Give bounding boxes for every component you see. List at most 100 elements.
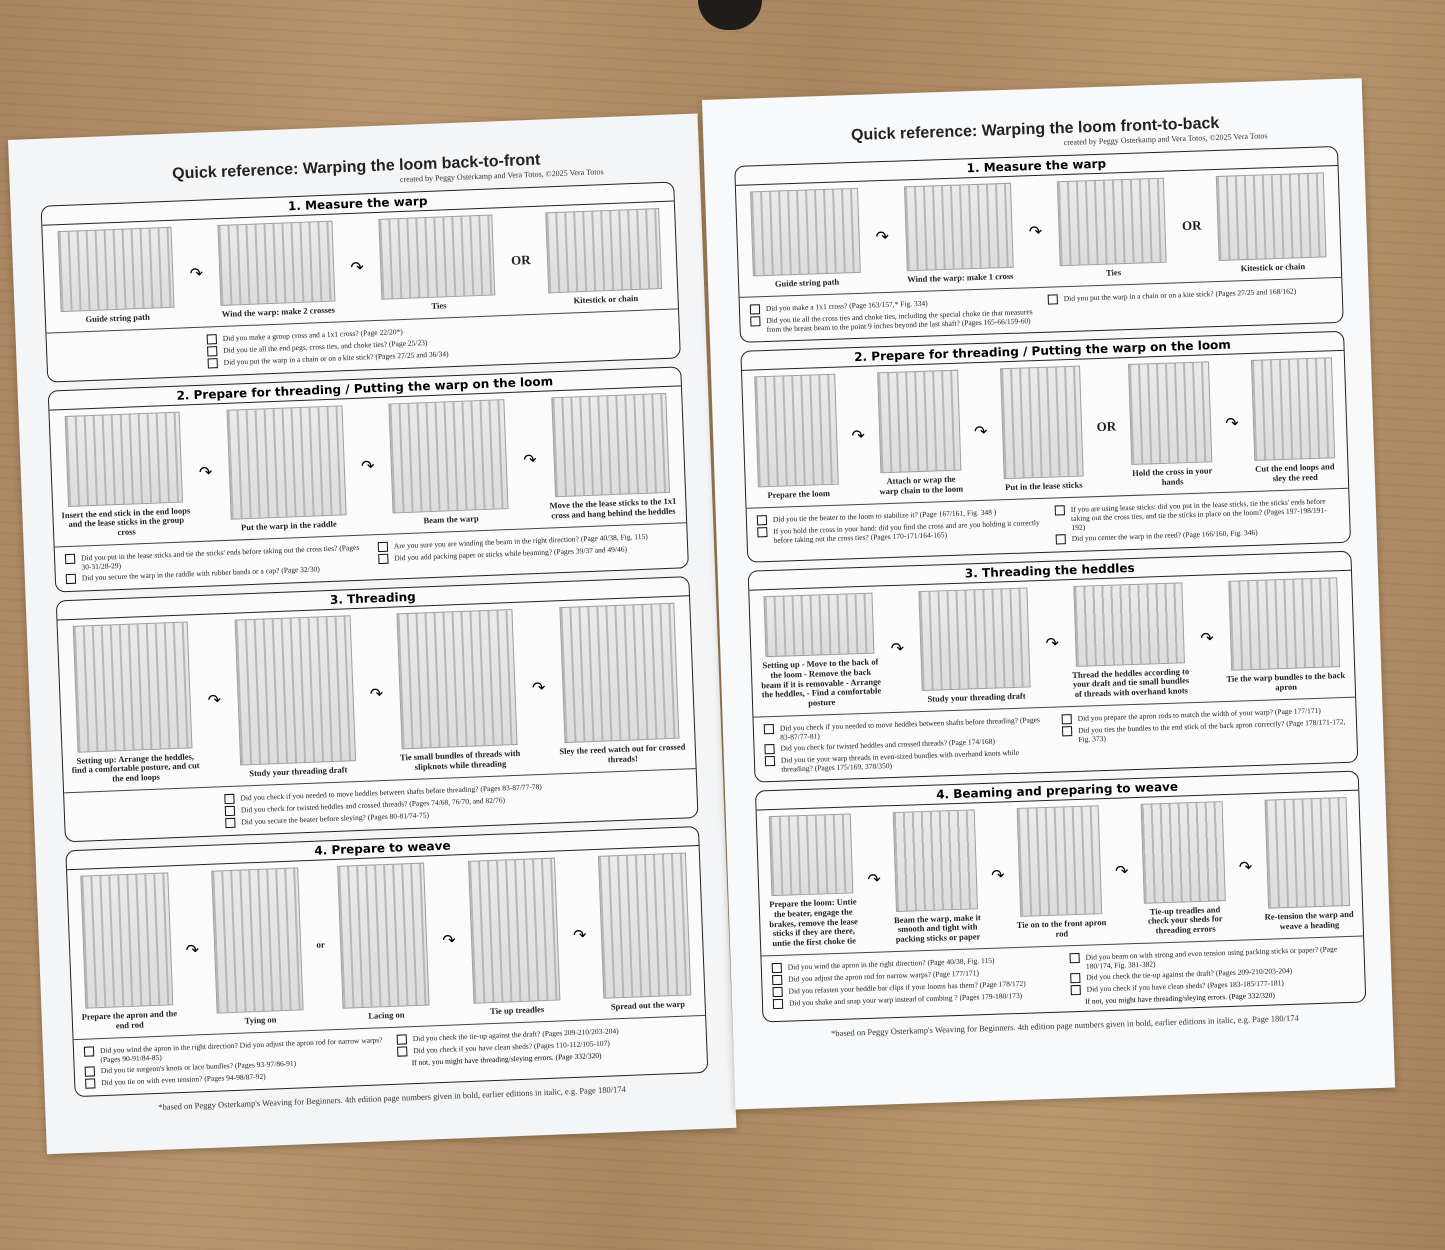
step-caption: Study your threading draft [927,690,1026,705]
step: Put in the lease sticks [995,365,1088,493]
arrow-icon: ↷ [1200,630,1215,648]
arrow-icon: ↷ [1114,862,1129,881]
step: Beam the warp, make it smooth and tight … [889,809,984,945]
arrow-icon: ↷ [990,866,1005,885]
checkbox[interactable] [225,817,236,829]
step-caption: Ties [431,300,447,312]
step-illustration [1216,172,1327,262]
checkbox[interactable] [1054,505,1065,516]
checkbox[interactable] [763,723,775,735]
step: Prepare the loom: Untie the beater, enga… [765,813,860,949]
arrow-icon: ↷ [572,926,587,945]
checkbox[interactable] [1055,534,1066,545]
checkbox[interactable] [84,1066,96,1077]
checkbox[interactable] [750,316,761,327]
step: Beam the warp [382,399,516,528]
step-caption: Setting up - Move to the back of the loo… [761,656,882,709]
step-illustration [1128,361,1213,466]
step-illustration [396,608,518,750]
step-illustration [1250,357,1335,462]
checkbox[interactable] [396,1034,408,1045]
steps-row: Setting up - Move to the back of the loo… [749,570,1356,718]
step-caption: Tie up treadles [490,1004,545,1017]
arrow-icon: ↷ [442,931,457,950]
step-caption: Guide string path [774,276,840,289]
step-illustration [754,373,839,488]
checkbox[interactable] [224,805,236,817]
step-caption: Wind the warp: make 2 crosses [221,304,336,320]
step: Tie up treadles [463,857,566,1018]
checkbox[interactable] [771,962,782,974]
checkbox[interactable] [749,304,761,315]
step: Move the the lease sticks to the 1x1 cro… [544,392,678,522]
step-caption: Beam the warp [423,513,479,526]
step-caption: Ties [1105,267,1122,278]
section-2: 2. Prepare for threading / Putting the w… [47,366,689,593]
step-illustration [877,369,961,474]
checkbox[interactable] [207,346,218,357]
checkbox[interactable] [64,553,76,565]
step: Spread out the warp [593,852,696,1013]
step-caption: Tie the warp bundles to the back apron [1226,670,1346,693]
checkbox[interactable] [378,553,389,565]
step-illustration [336,862,430,1010]
checkbox[interactable] [377,541,389,553]
checkbox[interactable] [1061,726,1073,737]
step: Tie on to the front apron rod [1012,805,1107,941]
step: Thread the heddles according to your dra… [1067,582,1192,700]
checkbox[interactable] [1061,714,1072,725]
checkbox[interactable] [206,334,217,345]
checklist-column: Did you check the tie-up against the dra… [396,1021,698,1078]
arrow-icon: ↷ [1225,414,1240,433]
step-caption: Put the warp in the raddle [240,518,337,533]
arrow-icon: ↷ [1028,223,1043,241]
checkbox[interactable] [1069,952,1080,964]
checkbox[interactable] [397,1046,408,1057]
step-caption: Wind the warp: make 1 cross [907,271,1014,285]
step-illustration [1073,582,1185,667]
or-label: or [316,939,326,951]
paper-back-to-front: Quick reference: Warping the loom back-t… [8,113,737,1155]
checkbox[interactable] [65,573,77,585]
checkbox[interactable] [764,743,775,755]
checkbox[interactable] [764,755,776,767]
checkbox[interactable] [85,1078,96,1089]
step-caption: Prepare the loom [767,488,831,501]
checklist-column: If you are using lease sticks: did you p… [1054,494,1340,546]
or-label: OR [1096,418,1117,435]
arrow-icon: ↷ [890,640,905,659]
step: Kitestick or chain [1210,172,1333,275]
step-caption: Study your threading draft [249,764,348,779]
step: Lacing on [332,862,435,1023]
checkbox[interactable] [1070,972,1081,984]
arrow-icon: ↷ [875,228,890,246]
step-illustration [1140,801,1226,904]
checkbox[interactable] [756,515,768,526]
step-caption: Tie on to the front apron rod [1016,917,1107,939]
step: Tie small bundles of threads with slipkn… [390,608,525,774]
step-illustration [57,226,175,313]
checkbox[interactable] [757,527,768,538]
arrow-icon: ↷ [531,679,546,698]
arrow-icon: ↷ [973,423,988,441]
checkbox[interactable] [1070,984,1081,996]
section-2: 2. Prepare for threading / Putting the w… [740,330,1352,563]
step: Tie the warp bundles to the back apron [1222,577,1347,695]
arrow-icon: ↷ [1238,858,1253,877]
arrow-icon: ↷ [369,686,384,704]
checklist-column: Did you put the warp in a chain or on a … [1047,283,1333,326]
checkbox[interactable] [1047,294,1058,305]
step: Wind the warp: make 1 cross [897,182,1020,286]
step-caption: Hold the cross in your hands [1132,465,1213,488]
checkbox[interactable] [83,1046,95,1057]
step-caption: Kitestick or chain [573,293,639,306]
checkbox[interactable] [772,986,783,998]
checkbox[interactable] [772,998,784,1010]
step-illustration [903,182,1014,272]
checkbox[interactable] [207,358,218,369]
checkbox[interactable] [772,974,783,986]
step-caption: Put in the lease sticks [1005,479,1083,493]
checkbox[interactable] [224,793,235,805]
